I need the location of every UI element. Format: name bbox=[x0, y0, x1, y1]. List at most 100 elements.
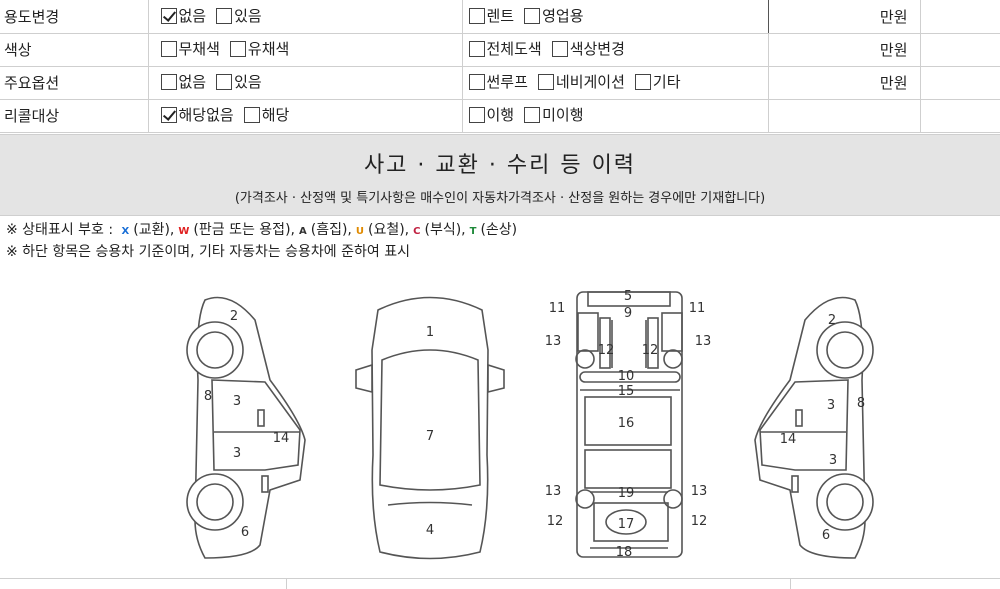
option-opts2-1[interactable]: 색상변경 bbox=[551, 38, 625, 59]
car-right-side-view[interactable] bbox=[754, 296, 874, 559]
legend-note: ※ 하단 항목은 승용차 기준이며, 기타 자동차는 승용차에 준하여 표시 bbox=[6, 244, 410, 260]
option-label: 없음 bbox=[178, 73, 207, 92]
checkbox[interactable] bbox=[160, 40, 177, 57]
option-label: 있음 bbox=[234, 7, 262, 25]
table-row: 용도변경 없음 있음 렌트 영업용 만원 bbox=[0, 0, 1000, 34]
option-opts1-0[interactable]: 무채색 bbox=[160, 38, 220, 59]
legend-item: C(부식), bbox=[409, 222, 465, 238]
part-number-label: 12 bbox=[547, 514, 564, 529]
option-label: 썬루프 bbox=[486, 73, 528, 92]
option-label: 있음 bbox=[234, 73, 262, 92]
legend-symbol-label: (교환), bbox=[133, 222, 175, 238]
part-number-label: 11 bbox=[549, 301, 566, 316]
option-label: 없음 bbox=[178, 7, 207, 25]
option-opts2-0[interactable]: 렌트 bbox=[468, 5, 515, 26]
option-opts1-1[interactable]: 해당 bbox=[243, 104, 290, 125]
amount-unit: 만원 bbox=[879, 41, 908, 59]
checkbox[interactable] bbox=[468, 106, 485, 123]
part-number-label: 12 bbox=[598, 343, 615, 358]
part-number-label: 13 bbox=[691, 484, 708, 499]
legend-item: A(흠집), bbox=[295, 222, 352, 238]
part-number-label: 3 bbox=[827, 398, 835, 413]
option-label: 미이행 bbox=[542, 106, 584, 125]
car-underbody-view[interactable] bbox=[575, 291, 683, 558]
option-label: 네비게이션 bbox=[555, 73, 625, 92]
option-label: 해당 bbox=[261, 106, 290, 125]
legend-symbol: U bbox=[355, 226, 364, 237]
table-row: 색상 무채색 유채색 전체도색 색상변경 만원 bbox=[0, 33, 1000, 67]
part-number-label: 6 bbox=[822, 528, 830, 543]
part-number-label: 11 bbox=[689, 301, 706, 316]
part-number-label: 3 bbox=[233, 394, 241, 409]
table-row: 리콜대상 해당없음 해당 이행 미이행 bbox=[0, 99, 1000, 133]
part-number-label: 16 bbox=[618, 416, 635, 431]
checkbox[interactable] bbox=[160, 106, 177, 123]
vehicle-status-table: 용도변경 없음 있음 렌트 영업용 만원 색상 무채색 유채색 bbox=[0, 0, 1000, 133]
checkbox[interactable] bbox=[229, 40, 246, 57]
option-label: 유채색 bbox=[247, 40, 290, 59]
part-number-label: 19 bbox=[618, 486, 635, 501]
checkbox[interactable] bbox=[468, 40, 485, 57]
part-number-label: 17 bbox=[618, 517, 635, 532]
part-number-label: 13 bbox=[695, 334, 712, 349]
option-opts1-0[interactable]: 없음 bbox=[160, 5, 207, 26]
option-label: 해당없음 bbox=[178, 106, 234, 125]
row-label: 색상 bbox=[4, 41, 32, 59]
car-top-view[interactable] bbox=[355, 296, 505, 560]
checkbox[interactable] bbox=[468, 73, 485, 90]
part-number-label: 12 bbox=[642, 343, 659, 358]
option-label: 렌트 bbox=[486, 7, 515, 25]
option-label: 전체도색 bbox=[486, 40, 542, 59]
checkbox[interactable] bbox=[524, 7, 541, 24]
bottom-table-edge bbox=[0, 578, 1000, 589]
option-opts2-0[interactable]: 썬루프 bbox=[468, 71, 528, 92]
checkbox[interactable] bbox=[243, 106, 260, 123]
part-number-label: 4 bbox=[426, 523, 434, 538]
option-opts1-1[interactable]: 있음 bbox=[216, 71, 262, 92]
part-number-label: 15 bbox=[618, 384, 635, 399]
bottom-divider bbox=[790, 579, 791, 589]
checkbox[interactable] bbox=[468, 7, 485, 24]
option-opts1-0[interactable]: 해당없음 bbox=[160, 104, 234, 125]
checkbox[interactable] bbox=[524, 106, 541, 123]
legend-symbol-label: (요철), bbox=[368, 222, 410, 238]
part-number-label: 9 bbox=[624, 306, 632, 321]
car-left-side-view[interactable] bbox=[186, 296, 306, 559]
option-opts2-1[interactable]: 영업용 bbox=[524, 5, 584, 26]
option-opts2-0[interactable]: 전체도색 bbox=[468, 38, 542, 59]
option-opts1-1[interactable]: 있음 bbox=[216, 5, 262, 26]
checkbox[interactable] bbox=[216, 7, 233, 24]
legend-symbol: C bbox=[413, 226, 421, 237]
legend-symbol: A bbox=[298, 226, 307, 237]
option-label: 색상변경 bbox=[569, 40, 625, 59]
legend-symbols: ※ 상태표시 부호 : X(교환),W(판금 또는 용접),A(흠집),U(요철… bbox=[6, 220, 517, 242]
option-label: 영업용 bbox=[542, 7, 584, 25]
checkbox[interactable] bbox=[551, 40, 568, 57]
legend-item: T(손상) bbox=[466, 222, 518, 238]
option-opts2-1[interactable]: 미이행 bbox=[524, 104, 584, 125]
checkbox[interactable] bbox=[634, 73, 651, 90]
status-legend: ※ 상태표시 부호 : X(교환),W(판금 또는 용접),A(흠집),U(요철… bbox=[6, 220, 517, 262]
option-label: 기타 bbox=[652, 73, 681, 92]
legend-symbol-label: (손상) bbox=[480, 222, 518, 238]
row-label: 용도변경 bbox=[4, 7, 60, 26]
part-number-label: 5 bbox=[624, 289, 632, 304]
option-opts1-0[interactable]: 없음 bbox=[160, 71, 207, 92]
checkbox[interactable] bbox=[537, 73, 554, 90]
part-number-label: 14 bbox=[780, 432, 797, 447]
amount-unit: 만원 bbox=[879, 74, 908, 92]
option-opts1-1[interactable]: 유채색 bbox=[229, 38, 290, 59]
option-opts2-2[interactable]: 기타 bbox=[634, 71, 681, 92]
part-number-label: 12 bbox=[691, 514, 708, 529]
option-label: 이행 bbox=[486, 106, 515, 125]
checkbox[interactable] bbox=[216, 73, 233, 90]
part-number-label: 14 bbox=[273, 431, 290, 446]
option-opts2-0[interactable]: 이행 bbox=[468, 104, 515, 125]
part-number-label: 13 bbox=[545, 334, 562, 349]
part-number-label: 8 bbox=[857, 396, 865, 411]
checkbox[interactable] bbox=[160, 7, 177, 24]
option-opts2-1[interactable]: 네비게이션 bbox=[537, 71, 625, 92]
checkbox[interactable] bbox=[160, 73, 177, 90]
